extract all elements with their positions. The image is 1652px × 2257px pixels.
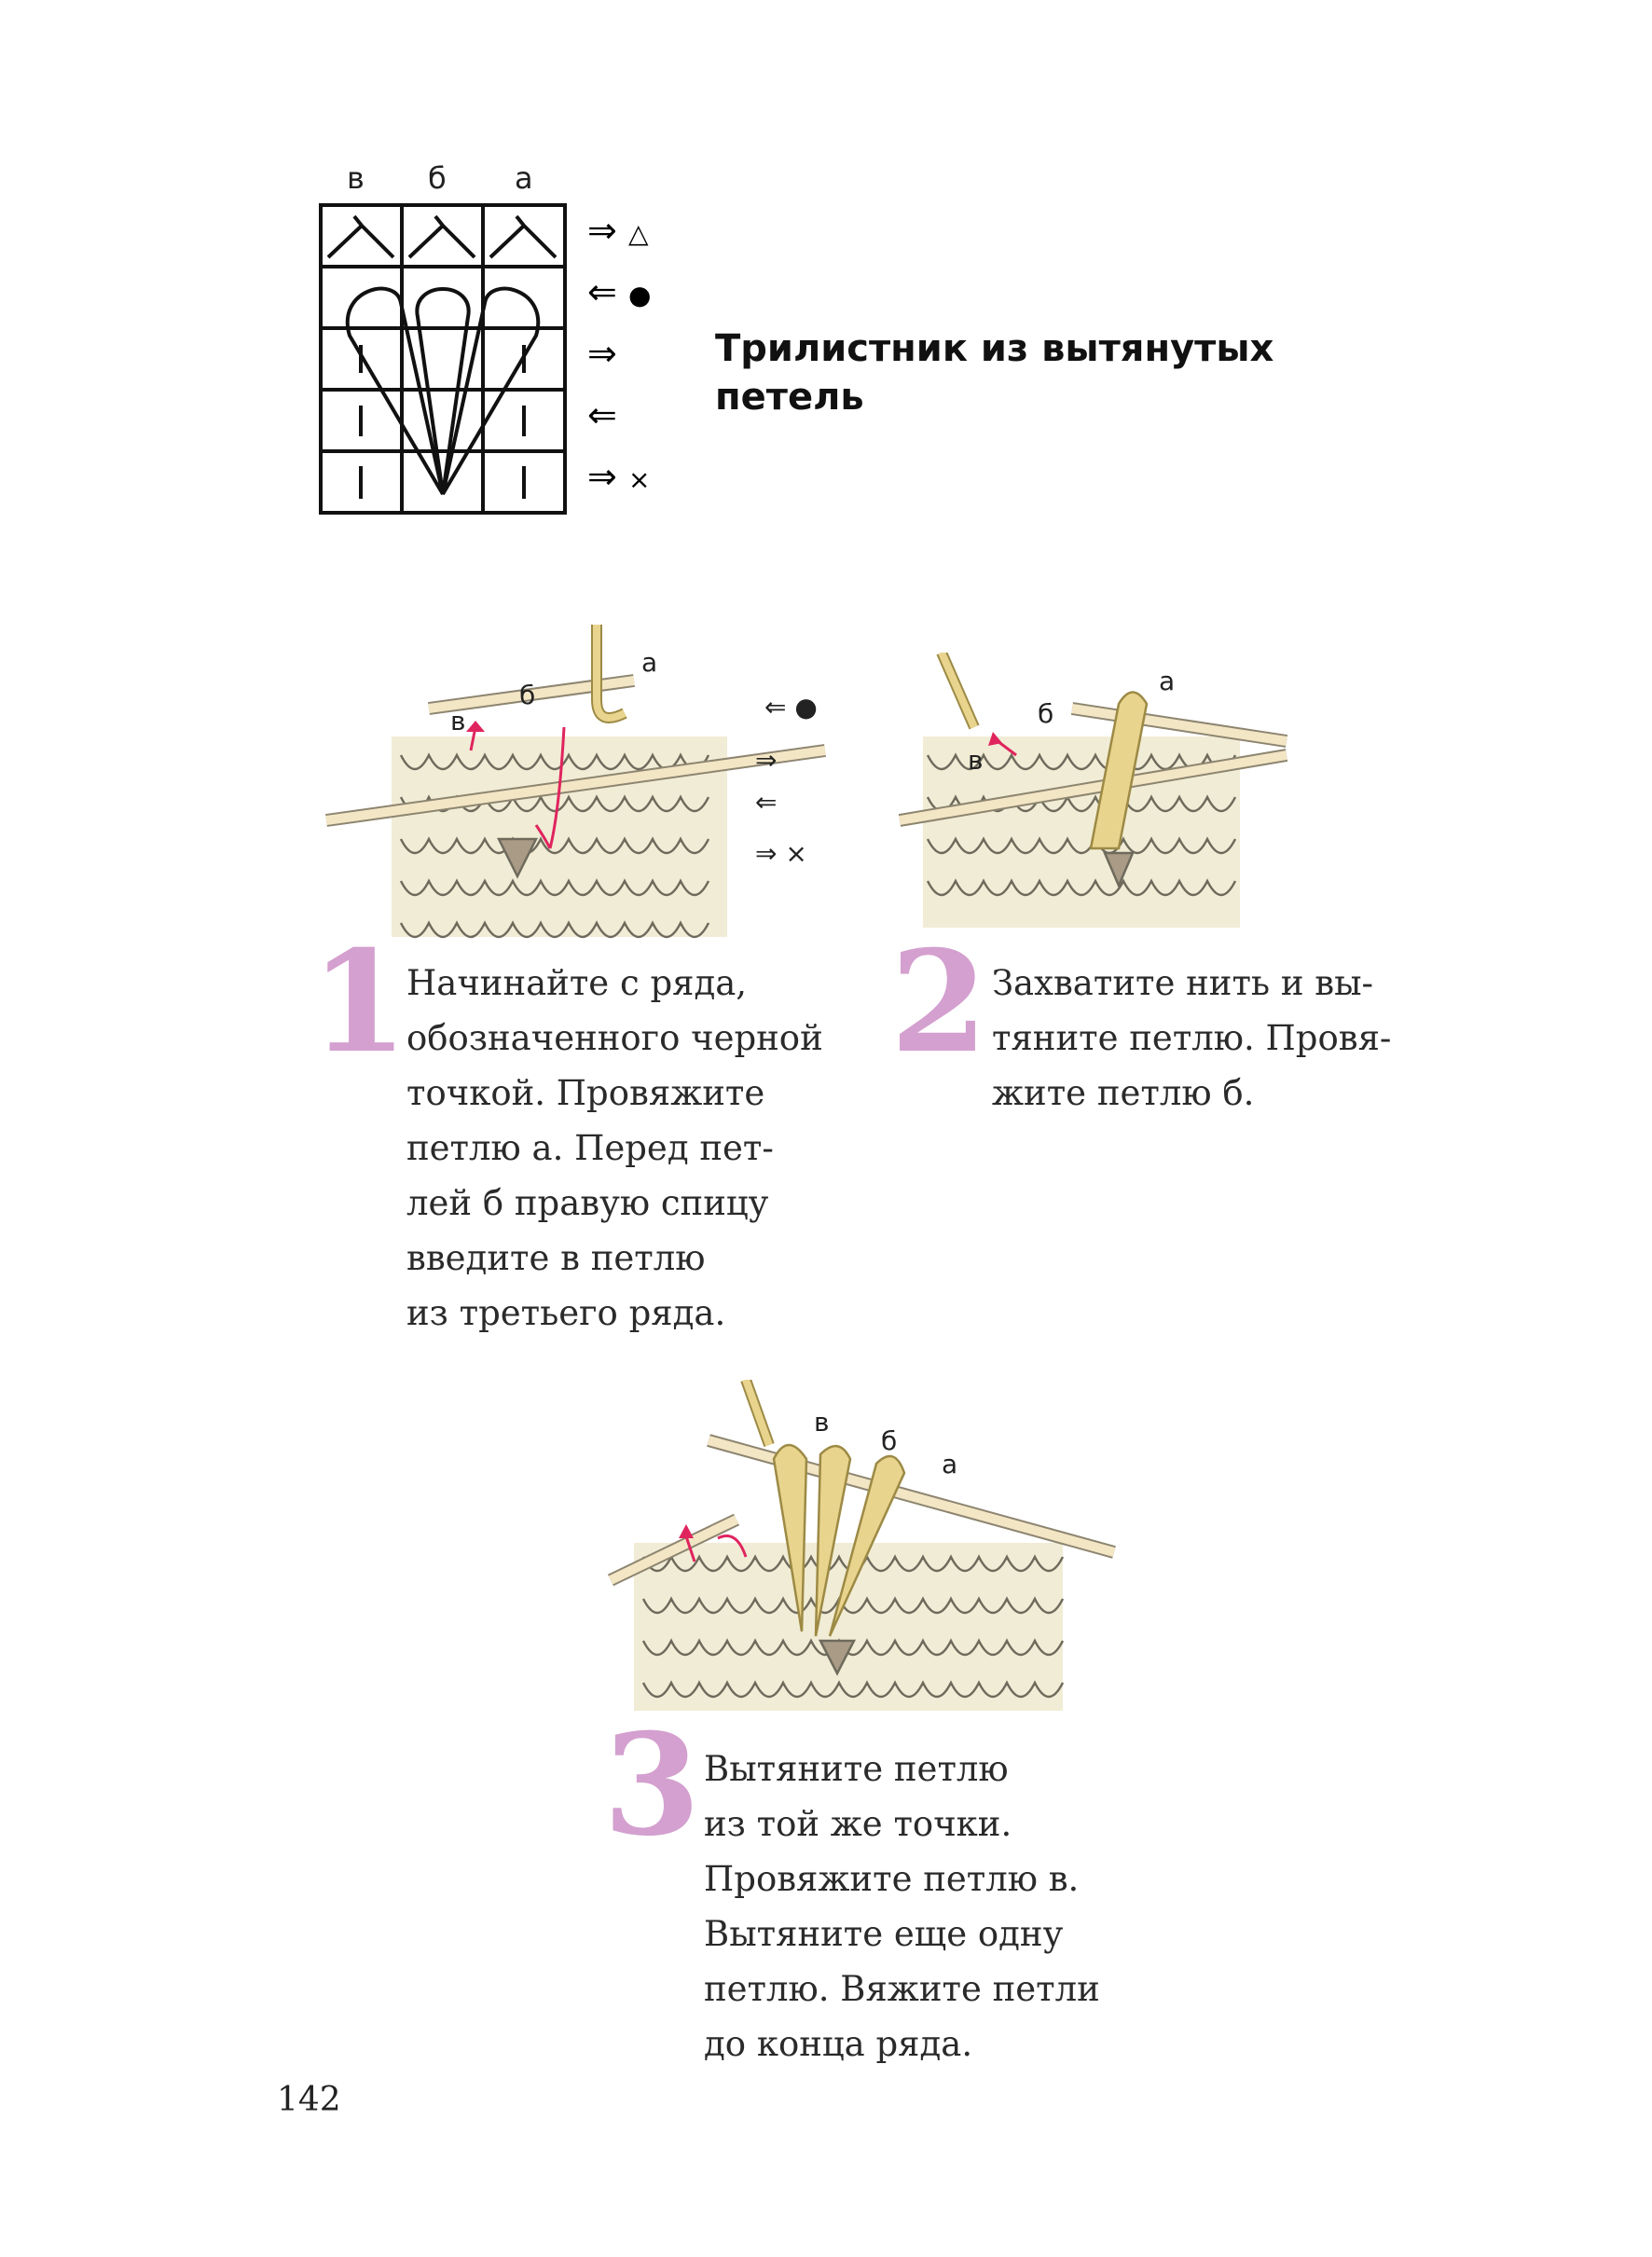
step-1-row-marker: ⇒ — [755, 745, 777, 776]
step-1-illustration: в б а ⇐ ● ⇒ ⇐ ⇒ × — [325, 625, 826, 939]
row-marker: ⇒ × — [587, 456, 651, 497]
step-3-label: в — [814, 1407, 830, 1438]
chart-column-label: б — [428, 160, 447, 196]
row-marker: ⇐ ● — [587, 271, 652, 312]
step-3-text: Вытяните петлю из той же точки. Провяжит… — [704, 1749, 1100, 2064]
step-1-number: 1 — [310, 920, 408, 1084]
row-marker: ⇒ — [587, 333, 617, 374]
step-3-label: а — [942, 1449, 957, 1479]
step-2-number: 2 — [890, 920, 988, 1084]
step-1-label: а — [641, 647, 657, 678]
step-2-label: в — [968, 745, 984, 776]
step-2-label: б — [1038, 698, 1053, 729]
step-3-number: 3 — [603, 1703, 701, 1867]
step-1-label: б — [519, 680, 535, 710]
row-marker: ⇐ — [587, 394, 617, 435]
stitch-chart — [319, 203, 567, 515]
row-marker: ⇒ △ — [587, 210, 649, 251]
step-3-label: б — [881, 1425, 897, 1456]
step-1-label: в — [450, 706, 466, 736]
step-1-text: Начинайте с ряда, обозначенного черной т… — [406, 963, 823, 1333]
step-1-row-marker: ⇐ — [755, 787, 777, 818]
chart-column-label: а — [515, 160, 533, 196]
step-2-illustration: в б а — [898, 653, 1288, 928]
step-1-row-marker: ⇐ ● — [764, 692, 818, 723]
page-number: 142 — [277, 2081, 341, 2119]
step-2-label: а — [1159, 666, 1175, 696]
pattern-title: Трилистник из вытянутых петель — [715, 327, 1274, 419]
step-1-row-marker: ⇒ × — [755, 838, 807, 869]
step-2-text: Захватите нить и вы- тяните петлю. Провя… — [992, 963, 1392, 1113]
chart-column-label: в — [347, 160, 365, 196]
step-3-illustration: в б а — [607, 1380, 1116, 1711]
